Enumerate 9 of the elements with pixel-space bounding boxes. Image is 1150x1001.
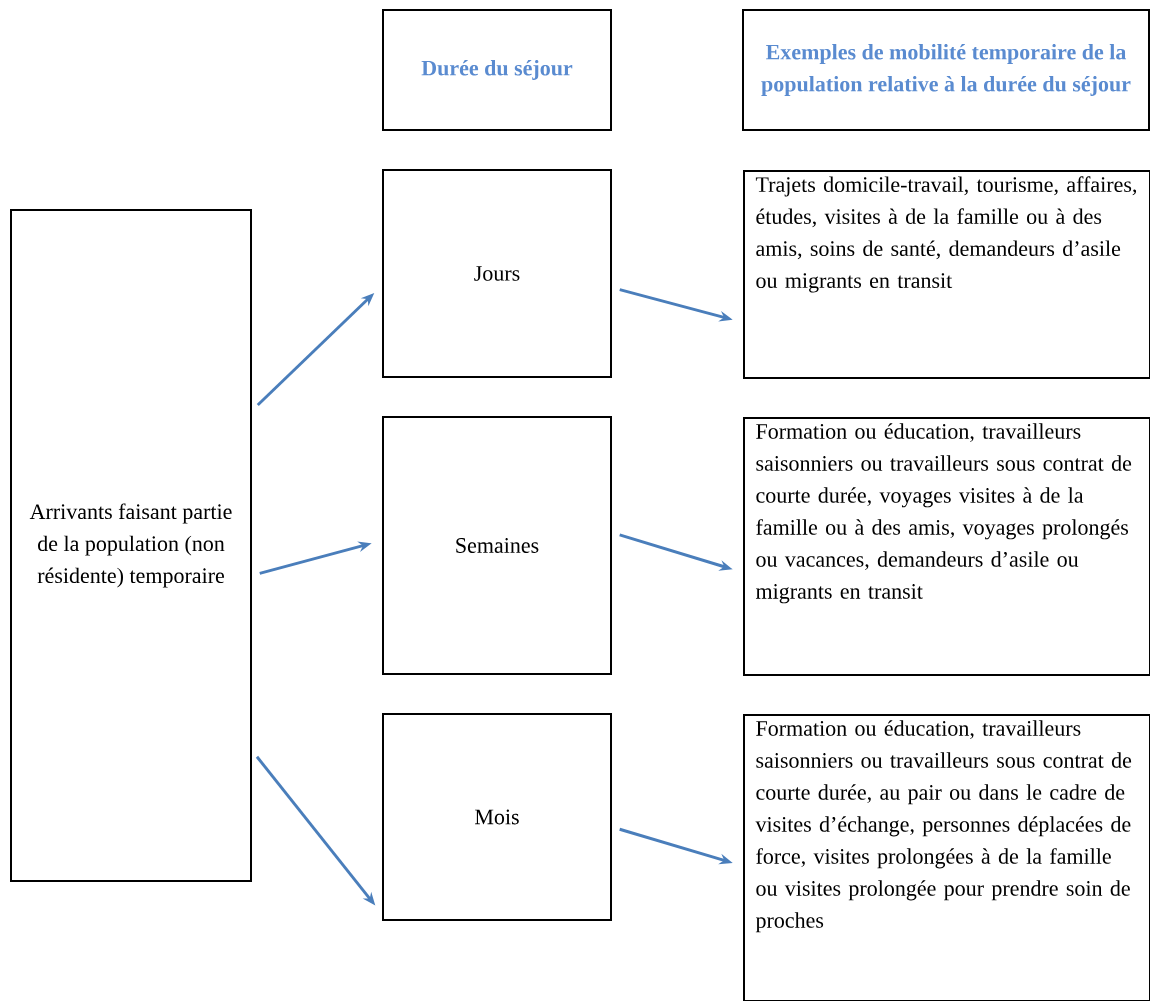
text-box: Jours: [382, 169, 612, 378]
text-box: Trajets domicile-travail, tourisme, affaires, études, visites à de la famille ou à des amis, soins de santé, demandeurs d’asile ou migrants en transit: [743, 170, 1150, 379]
text-box: Formation ou éducation, travailleurs saisonniers ou travailleurs sous contrat de courte durée, voyages visites à de la famille ou à des amis, voyages prolongés ou vacances, demandeurs d’asile ou migrants en transit: [743, 417, 1150, 676]
column-header: Durée du séjour: [382, 9, 612, 131]
text-box: Formation ou éducation, travailleurs saisonniers ou travailleurs sous contrat de courte durée, au pair ou dans le cadre de visites d’échange, personnes déplacées de force, visites prolongées à de la famille ou visites prolongée pour prendre soin de proches: [743, 714, 1150, 1001]
text-box: Mois: [382, 713, 612, 921]
text-box: Semaines: [382, 416, 612, 675]
text-box: Arrivants faisant partie de la population (non résidente) temporaire: [10, 209, 252, 882]
column-header: Exemples de mobilité temporaire de la population relative à la durée du séjour: [742, 9, 1150, 131]
